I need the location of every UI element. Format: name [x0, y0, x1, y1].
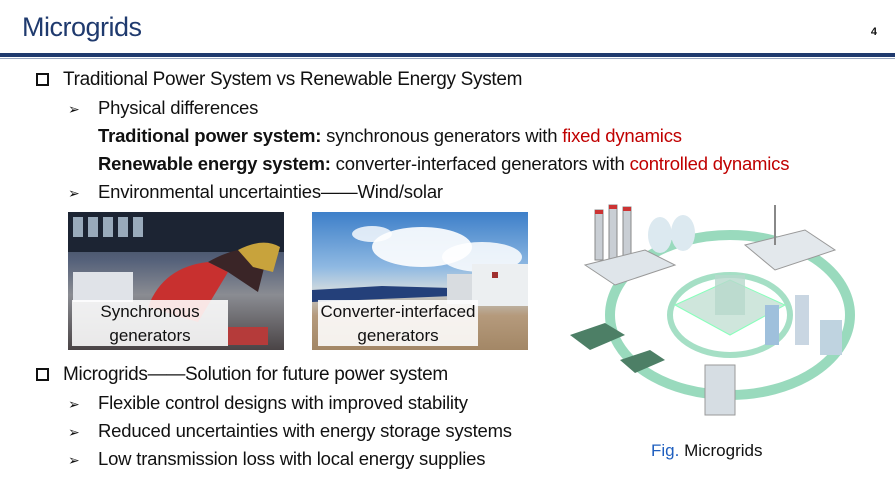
arrow-bullet-icon: ➢ — [68, 185, 80, 201]
heading-text: Traditional Power System vs Renewable En… — [63, 69, 523, 90]
caption-line: generators — [109, 326, 191, 345]
item-text: synchronous generators with — [321, 125, 563, 146]
bullet-item: Traditional power system: synchronous ge… — [98, 125, 682, 147]
item-highlight: fixed dynamics — [562, 125, 682, 146]
figure-caption-text: Microgrids — [679, 441, 763, 460]
photo-caption: Synchronous generators — [72, 300, 228, 346]
bullet-item: ➢ Environmental uncertainties——Wind/solar — [68, 181, 443, 203]
title-divider-thin — [0, 58, 895, 59]
arrow-bullet-icon: ➢ — [68, 396, 80, 412]
item-text: converter-interfaced generators with — [330, 153, 630, 174]
item-text: Low transmission loss with local energy … — [98, 448, 486, 469]
arrow-bullet-icon: ➢ — [68, 101, 80, 117]
square-bullet-icon — [36, 73, 49, 86]
page-title: Microgrids — [22, 12, 142, 42]
title-divider — [0, 53, 895, 57]
square-bullet-icon — [36, 368, 49, 381]
item-label: Traditional power system: — [98, 125, 322, 146]
bullet-item: ➢ Flexible control designs with improved … — [68, 392, 468, 414]
page-number: 4 — [870, 26, 877, 38]
bullet-item: ➢ Reduced uncertainties with energy stora… — [68, 420, 512, 442]
item-text: Physical differences — [98, 97, 259, 118]
microgrid-illustration — [570, 204, 855, 416]
item-text: Environmental uncertainties——Wind/solar — [98, 181, 443, 202]
item-text: Flexible control designs with improved s… — [98, 392, 468, 413]
item-text: Reduced uncertainties with energy storag… — [98, 420, 512, 441]
item-highlight: controlled dynamics — [629, 153, 790, 174]
arrow-bullet-icon: ➢ — [68, 452, 80, 468]
bullet-item: ➢ Low transmission loss with local energy… — [68, 448, 486, 470]
figure-caption: Fig. Microgrids — [651, 441, 762, 461]
bullet-item: ➢ Physical differences — [68, 97, 258, 119]
figure-prefix: Fig. — [651, 441, 680, 460]
heading-text: Microgrids——Solution for future power sy… — [63, 364, 448, 385]
converter-generator-photo — [312, 212, 528, 350]
photo-caption: Converter-interfaced generators — [318, 300, 478, 346]
arrow-bullet-icon: ➢ — [68, 424, 80, 440]
caption-line: generators — [357, 326, 439, 345]
bullet-item: Renewable energy system: converter-inter… — [98, 153, 789, 175]
caption-line: Synchronous — [100, 302, 200, 321]
caption-line: Converter-interfaced — [320, 302, 476, 321]
solar-farm-illustration — [312, 226, 528, 306]
item-label: Renewable energy system: — [98, 153, 331, 174]
bullet-heading-1: Traditional Power System vs Renewable En… — [36, 69, 523, 91]
bullet-heading-2: Microgrids——Solution for future power sy… — [36, 364, 448, 386]
synchronous-generator-photo — [68, 212, 284, 350]
